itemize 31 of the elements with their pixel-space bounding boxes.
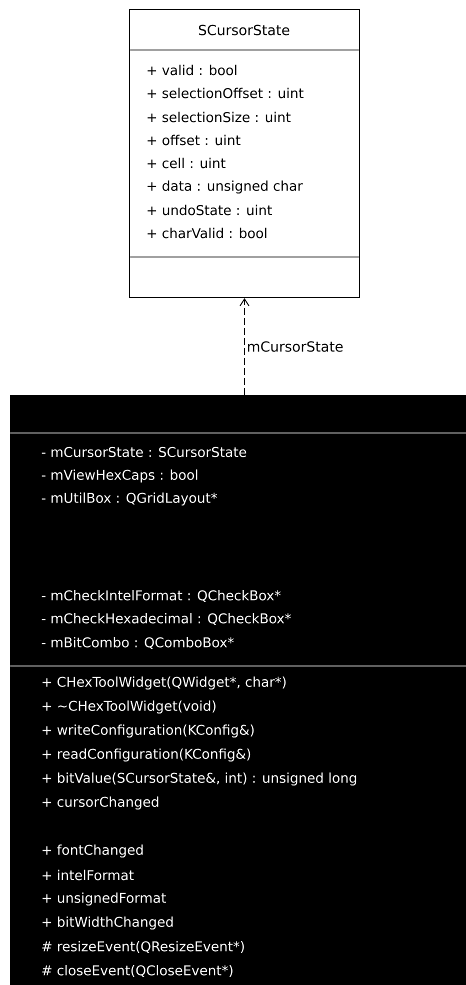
operation-text: + fontChanged (42, 844, 143, 858)
operation-text: + bitValue(SCursorState&, int) : unsigned long (42, 772, 356, 786)
operation-text: + unsignedFormat (42, 892, 166, 906)
class-name: SCursorState (198, 24, 290, 36)
attribute-text: + selectionSize : uint (148, 112, 291, 122)
attribute-text: - mCursorState : SCursorState (42, 446, 246, 458)
attribute-text: - mCheckIntelFormat : QCheckBox* (42, 590, 281, 602)
operation-text: + intelFormat (42, 870, 134, 880)
attribute-text: + cell : uint (148, 158, 226, 168)
operation-text: + ~CHexToolWidget(void) (42, 700, 216, 714)
class-box (128, 9, 360, 298)
class-box (10, 395, 466, 985)
attribute-text: - mCheckHexadecimal : QCheckBox* (42, 613, 291, 625)
operation-text: + bitWidthChanged (42, 916, 173, 930)
attribute-text: - mViewHexCaps : bool (42, 469, 198, 483)
attribute-text: - mUtilBox : QGridLayout* (42, 492, 218, 506)
operation-text: + CHexToolWidget(QWidget*, char*) (42, 676, 286, 690)
operation-text: # resizeEvent(QResizeEvent*) (42, 941, 244, 954)
attribute-text: + charValid : bool (148, 228, 266, 238)
edge-label: mCursorState (246, 340, 344, 353)
dependency-arrow (240, 298, 250, 396)
attribute-text: + offset : uint (148, 134, 240, 146)
attribute-text: + undoState : uint (148, 204, 272, 216)
attribute-text: + data : unsigned char (148, 180, 303, 194)
operation-text: # closeEvent(QCloseEvent*) (42, 965, 232, 978)
attribute-text: + valid : bool (148, 64, 236, 76)
attribute-text: - mBitCombo : QComboBox* (42, 637, 234, 649)
attribute-text: + selectionOffset : uint (148, 88, 304, 98)
operation-text: + cursorChanged (42, 796, 158, 810)
operation-text: + readConfiguration(KConfig&) (42, 748, 250, 762)
operation-text: + writeConfiguration(KConfig&) (42, 724, 254, 738)
